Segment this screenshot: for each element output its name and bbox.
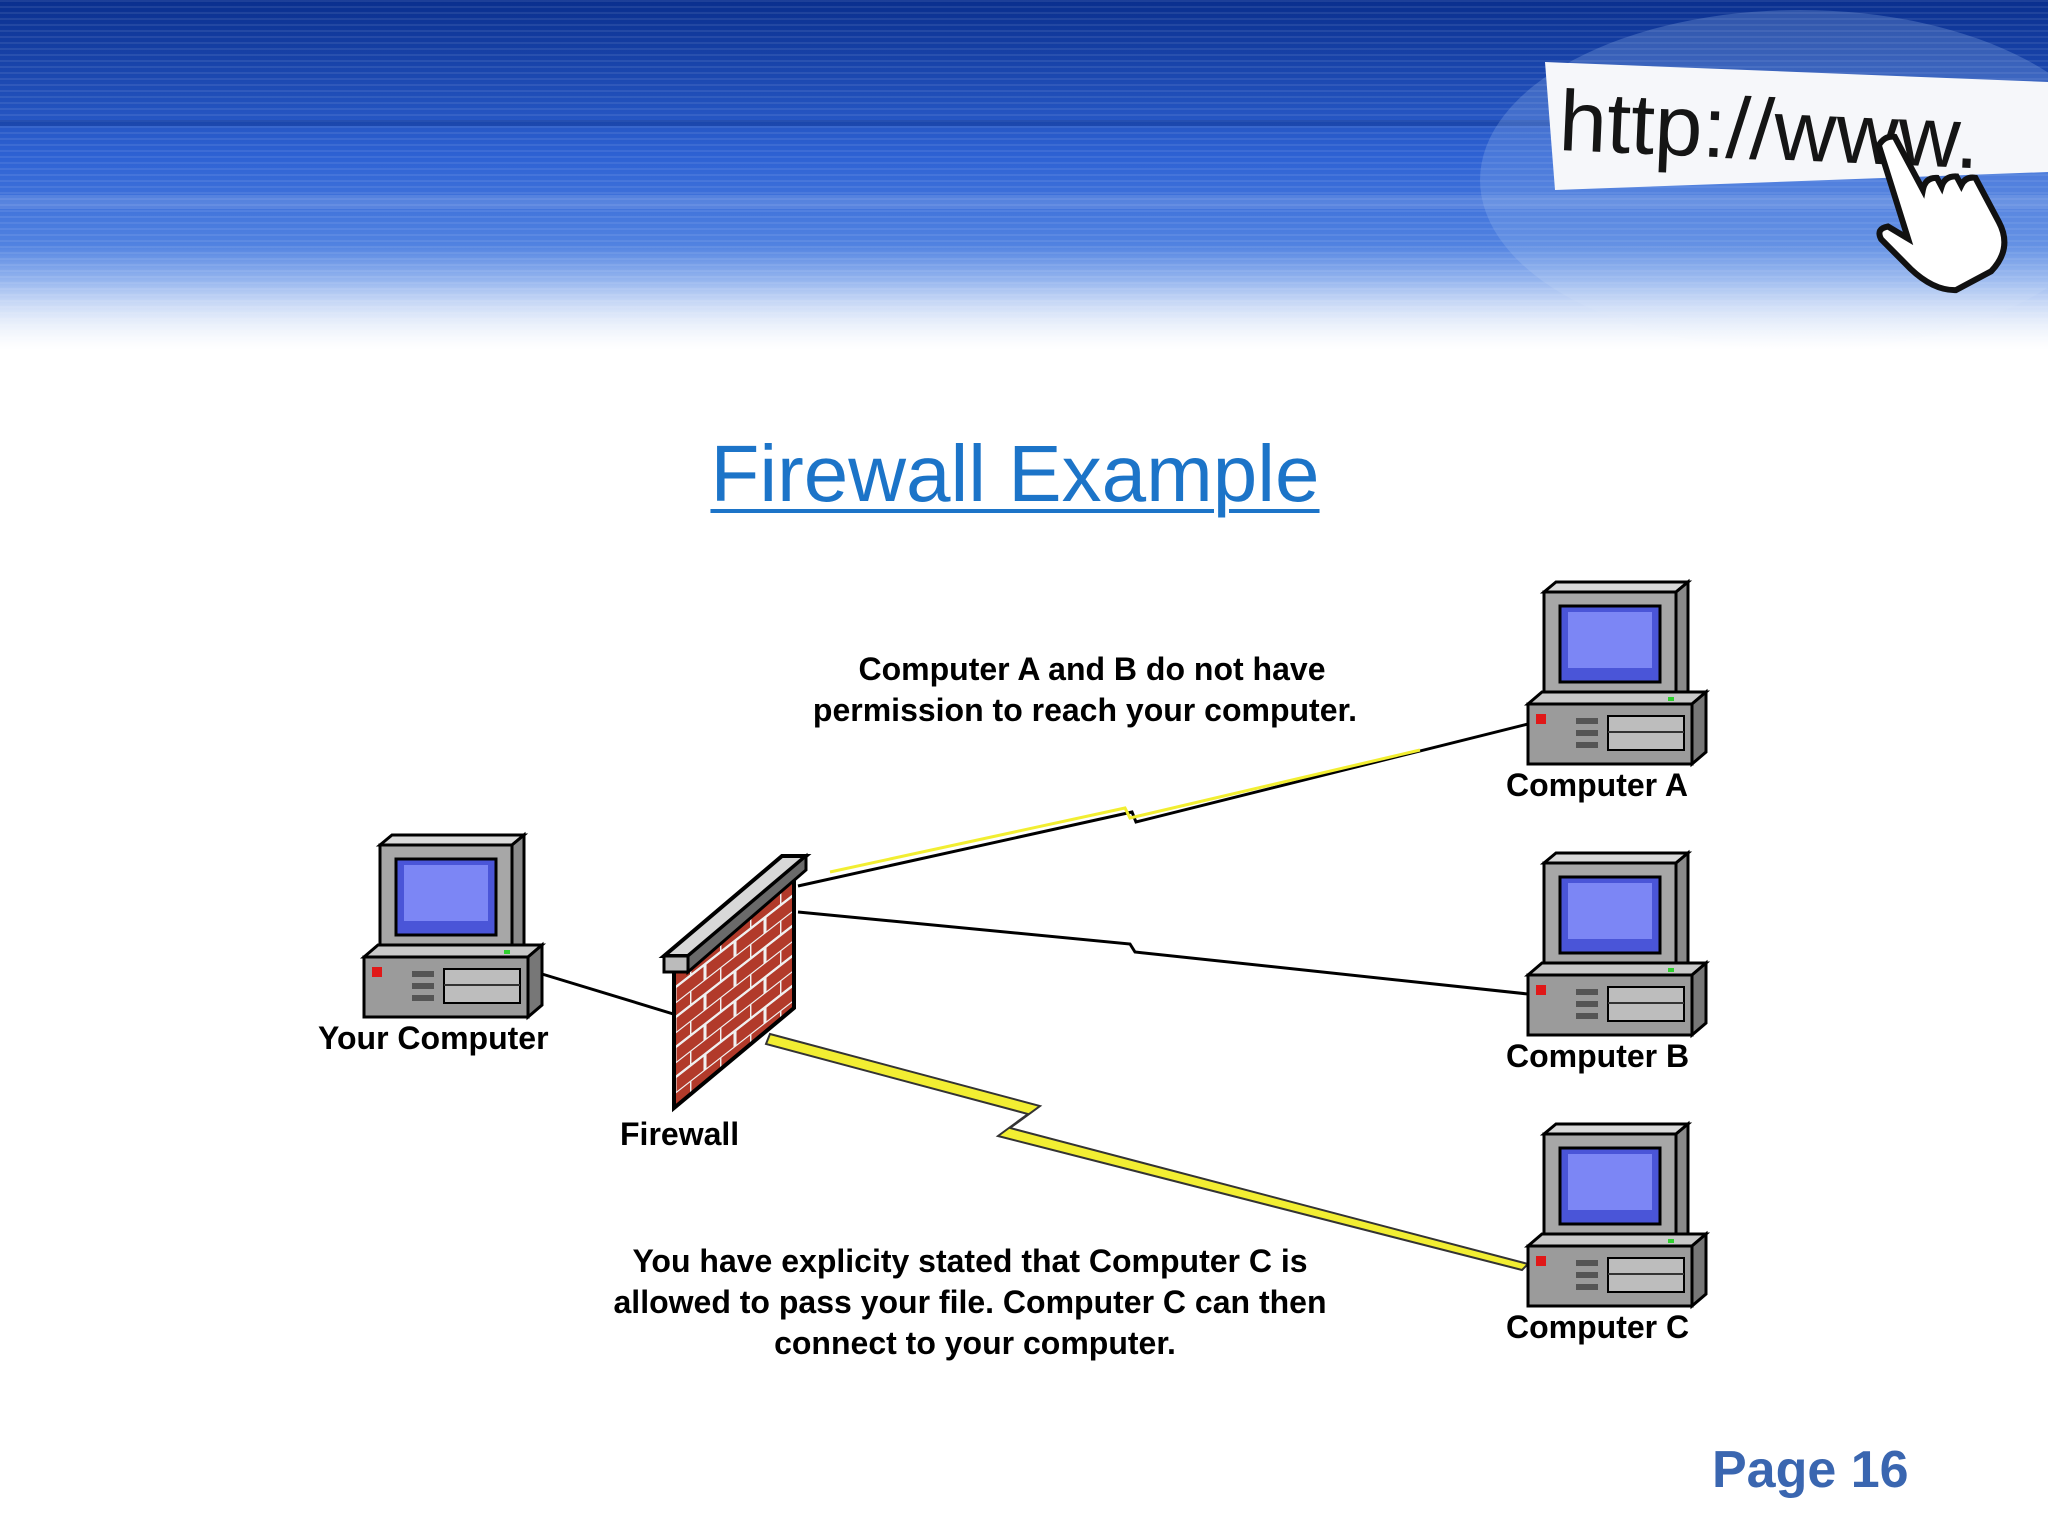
note-top: Computer A and B do not have permission …: [813, 651, 1357, 728]
note-bottom: You have explicity stated that Computer …: [614, 1243, 1327, 1361]
computer-a-icon: [1526, 580, 1708, 766]
your-computer-icon: [362, 833, 544, 1019]
page-number: Page 16: [1712, 1441, 1909, 1499]
firewall-brick-wall-icon: [658, 852, 812, 1113]
note-top-line-1: Computer A and B do not have: [859, 651, 1326, 687]
label-computer-b: Computer B: [1506, 1038, 1689, 1074]
computer-b-icon: [1526, 851, 1708, 1037]
header-banner: http://www.: [0, 0, 2048, 350]
link-computer-c: [764, 1032, 1530, 1272]
slide-title[interactable]: Firewall Example: [0, 428, 2030, 520]
connection-lines: [541, 722, 1530, 1272]
label-computer-a: Computer A: [1506, 767, 1688, 803]
note-bottom-line-2: allowed to pass your file. Computer C ca…: [614, 1284, 1327, 1320]
label-your-computer: Your Computer: [318, 1020, 549, 1056]
label-computer-c: Computer C: [1506, 1309, 1689, 1345]
title-text[interactable]: Firewall Example: [710, 429, 1320, 518]
note-bottom-line-1: You have explicity stated that Computer …: [632, 1243, 1307, 1279]
link-your-computer-firewall: [541, 972, 681, 1018]
hand-cursor-icon: [1875, 133, 2008, 294]
link-computer-b: [797, 910, 1529, 996]
label-firewall: Firewall: [620, 1116, 739, 1152]
url-bar-graphic: http://www.: [1545, 62, 2048, 190]
link-computer-a: [797, 722, 1529, 888]
note-top-line-2: permission to reach your computer.: [813, 692, 1357, 728]
note-bottom-line-3: connect to your computer.: [774, 1325, 1176, 1361]
computer-c-icon: [1526, 1122, 1708, 1308]
